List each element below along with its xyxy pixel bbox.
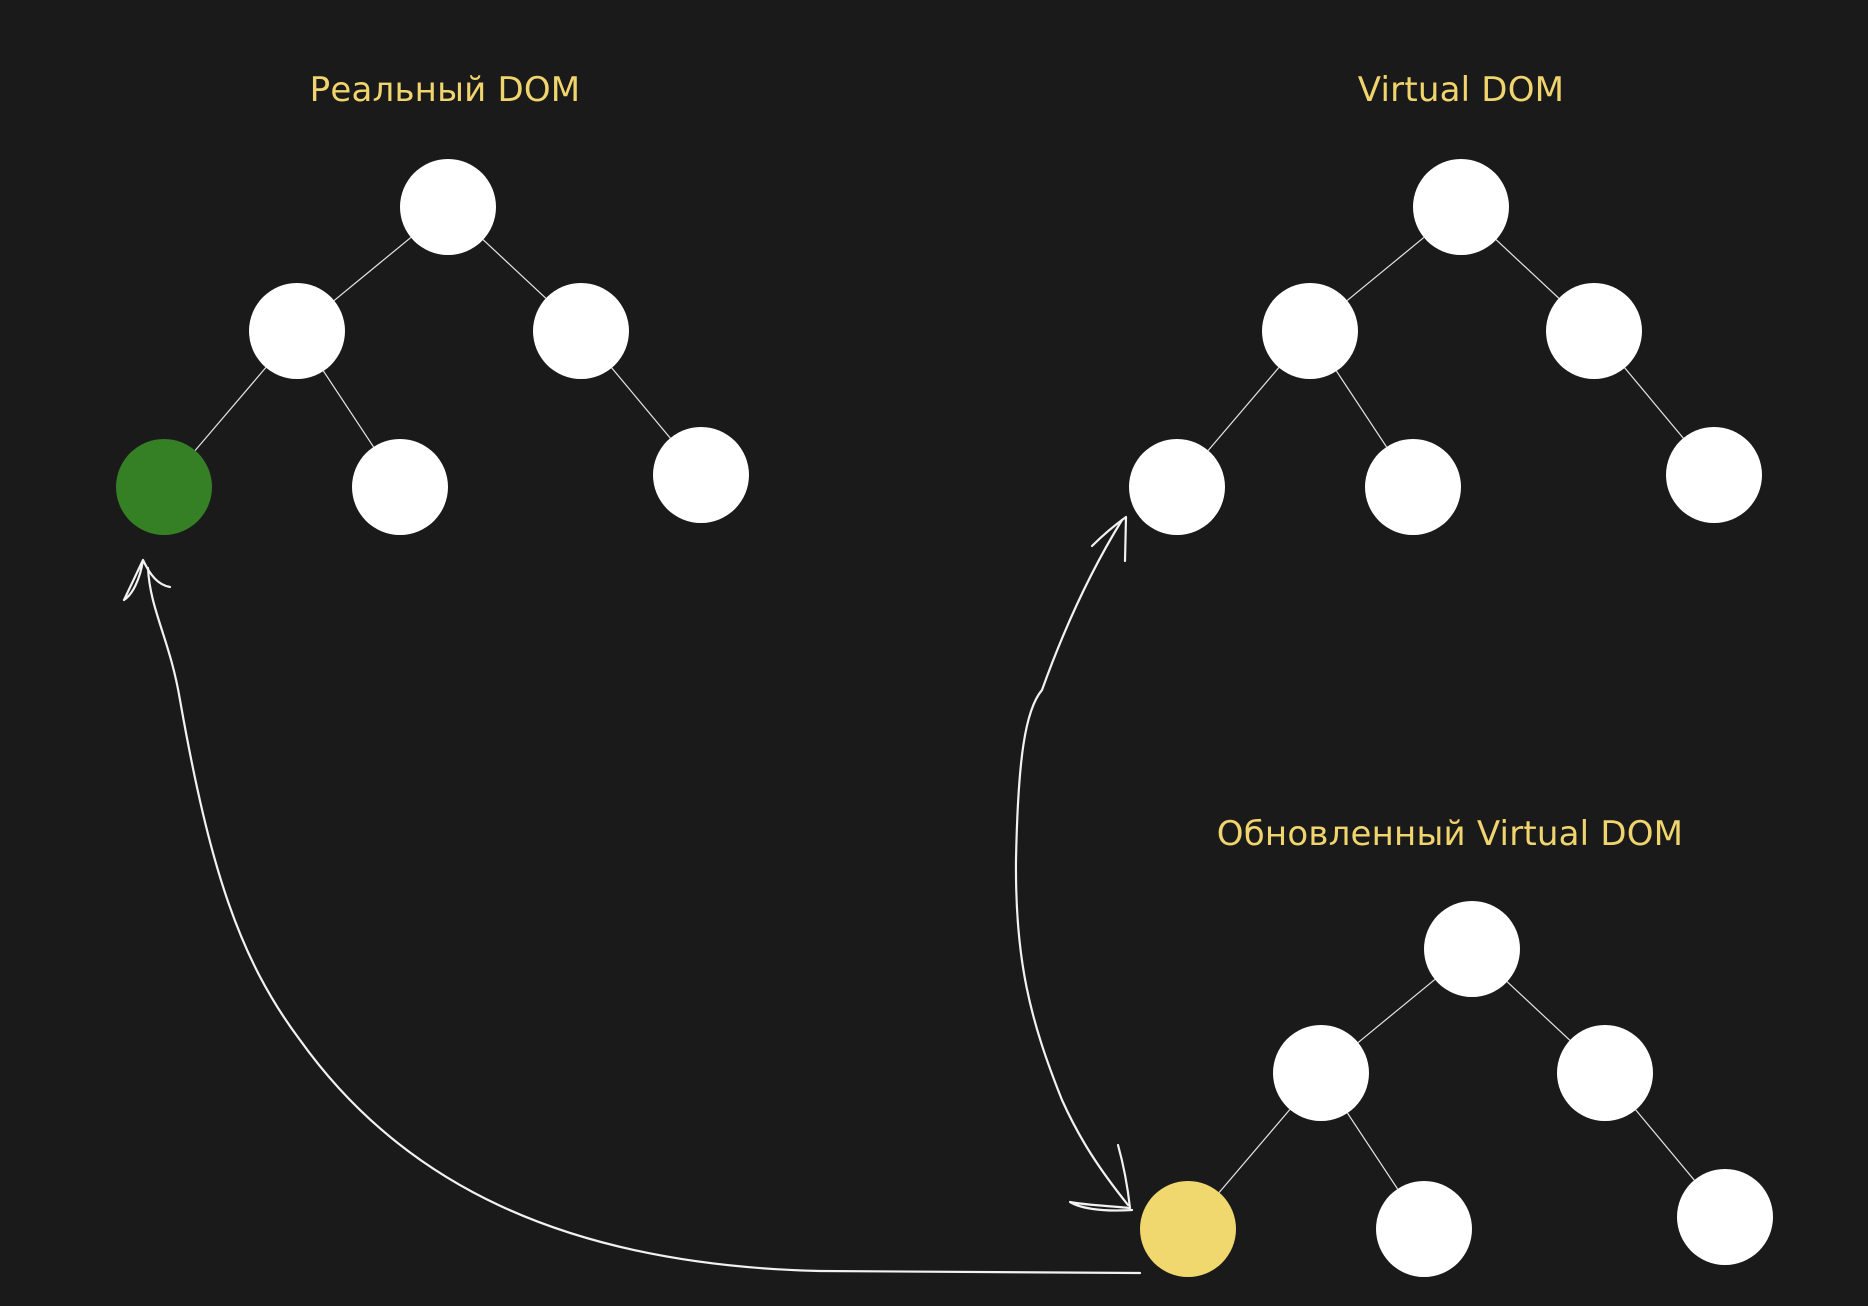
- real-dom-node-left: [249, 283, 345, 379]
- virtual-dom-node-left: [1262, 283, 1358, 379]
- real-dom-node-mid-leaf: [352, 439, 448, 535]
- updated-virtual-dom-edge-root-left: [1357, 978, 1436, 1044]
- updated-virtual-dom-title: Обновленный Virtual DOM: [1216, 814, 1684, 854]
- real-dom-title: Реальный DOM: [309, 70, 581, 110]
- updated-virtual-dom-node-mid-leaf: [1376, 1181, 1472, 1277]
- arrow-head-updated-virtual-dom: [1068, 1143, 1134, 1212]
- virtual-dom-node-root: [1413, 159, 1509, 255]
- real-dom-edge-root-right: [482, 239, 547, 299]
- virtual-dom-node-right-leaf: [1666, 427, 1762, 523]
- arrow-head-virtual-dom: [1090, 515, 1128, 563]
- real-dom-edge-root-left: [333, 236, 412, 302]
- tree-edges: [194, 236, 1695, 1193]
- arrow-updated-to-real: [146, 566, 1142, 1275]
- virtual-dom-node-mid-leaf: [1365, 439, 1461, 535]
- real-dom-node-right: [533, 283, 629, 379]
- updated-virtual-dom-node-right: [1557, 1025, 1653, 1121]
- virtual-dom-edge-left-mid-leaf: [1335, 370, 1388, 448]
- arrows: [122, 515, 1142, 1275]
- updated-virtual-dom-edge-right-right-leaf: [1635, 1109, 1695, 1181]
- real-dom-node-left-leaf: [116, 439, 212, 535]
- virtual-dom-edge-right-right-leaf: [1624, 367, 1684, 439]
- virtual-dom-title: Virtual DOM: [1357, 70, 1565, 110]
- real-dom-node-root: [400, 159, 496, 255]
- virtual-dom-edge-root-right: [1495, 239, 1560, 299]
- arrow-updated-to-virtual: [1014, 518, 1130, 1207]
- arrow-head-real-dom: [122, 558, 172, 602]
- virtual-dom-edge-left-left-leaf: [1207, 367, 1280, 451]
- real-dom-node-right-leaf: [653, 427, 749, 523]
- updated-virtual-dom-node-root: [1424, 901, 1520, 997]
- updated-virtual-dom-edge-root-right: [1506, 981, 1571, 1041]
- updated-virtual-dom-node-left: [1273, 1025, 1369, 1121]
- virtual-dom-edge-root-left: [1346, 236, 1425, 302]
- virtual-dom-node-left-leaf: [1129, 439, 1225, 535]
- updated-virtual-dom-node-right-leaf: [1677, 1169, 1773, 1265]
- updated-virtual-dom-node-left-leaf: [1140, 1181, 1236, 1277]
- real-dom-edge-left-left-leaf: [194, 367, 267, 451]
- virtual-dom-node-right: [1546, 283, 1642, 379]
- updated-virtual-dom-edge-left-mid-leaf: [1346, 1112, 1399, 1190]
- real-dom-edge-right-right-leaf: [611, 367, 671, 439]
- real-dom-edge-left-mid-leaf: [322, 370, 375, 448]
- updated-virtual-dom-edge-left-left-leaf: [1218, 1109, 1291, 1193]
- tree-nodes: [116, 159, 1773, 1277]
